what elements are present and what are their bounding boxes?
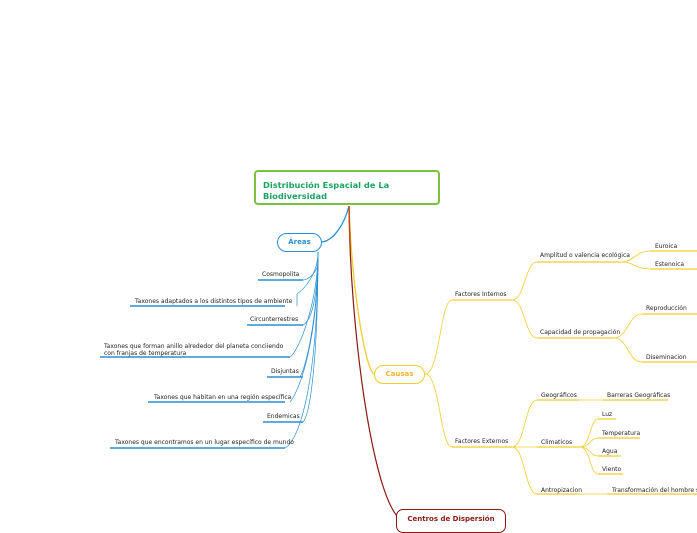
geograficos-node[interactable]: Geográficos [541,392,577,399]
transformacion-node[interactable]: Transformación del hombre sob [612,487,697,494]
mindmap-connectors [100,205,697,518]
areas-item-cosmopolita[interactable]: Cosmopolita [262,271,300,278]
luz-node[interactable]: Luz [602,411,613,418]
climaticos-node[interactable]: Climaticos [541,439,573,446]
reproduccion-node[interactable]: Reproducción [646,305,687,312]
barreras-node[interactable]: Barreras Geográficas [607,392,671,399]
connector-root-centros [348,205,399,518]
areas-underlines [100,279,303,449]
capacidad-node[interactable]: Capacidad de propagación [540,329,621,336]
euroica-node[interactable]: Euroica [655,243,678,250]
factores-internos-node[interactable]: Factores Internos [455,291,507,298]
estenoica-node[interactable]: Estenoica [655,261,685,268]
areas-item-endemicas[interactable]: Endemicas [267,413,300,420]
viento-node[interactable]: Viento [602,466,622,473]
temperatura-node[interactable]: Temperatura [602,430,641,437]
areas-desc-disjuntas[interactable]: Taxones que habitan en una región especí… [154,394,292,401]
root-title: Distribución Espacial de La Biodiversida… [263,180,390,201]
causas-underlines [452,250,697,495]
antropizacion-node[interactable]: Antropizacion [541,487,583,494]
amplitud-node[interactable]: Amplitud o valencia ecológica [540,252,630,259]
areas-desc-cosmopolita[interactable]: Taxones adaptados a los distintos tipos … [135,298,293,305]
areas-desc-circunterrestres[interactable]: Taxones que forman anillo alrededor del … [104,343,284,357]
areas-desc-endemicas[interactable]: Taxones que encontramos en un lugar espe… [115,439,294,446]
areas-connectors [284,251,319,449]
areas-item-circunterrestres[interactable]: Circunterrestres [250,316,299,323]
causas-connectors [424,250,651,495]
diseminacion-node[interactable]: Diseminacion [646,354,687,361]
factores-externos-node[interactable]: Factores Externos [455,438,509,445]
connector-root-areas [321,205,350,243]
centros-node[interactable]: Centros de Dispersión [396,509,506,533]
agua-node[interactable]: Agua [602,448,618,455]
root-node[interactable]: Distribución Espacial de La Biodiversida… [254,170,440,205]
areas-node[interactable]: Áreas [277,233,322,252]
causas-node[interactable]: Causas [374,365,425,384]
areas-item-disjuntas[interactable]: Disjuntas [271,368,299,375]
